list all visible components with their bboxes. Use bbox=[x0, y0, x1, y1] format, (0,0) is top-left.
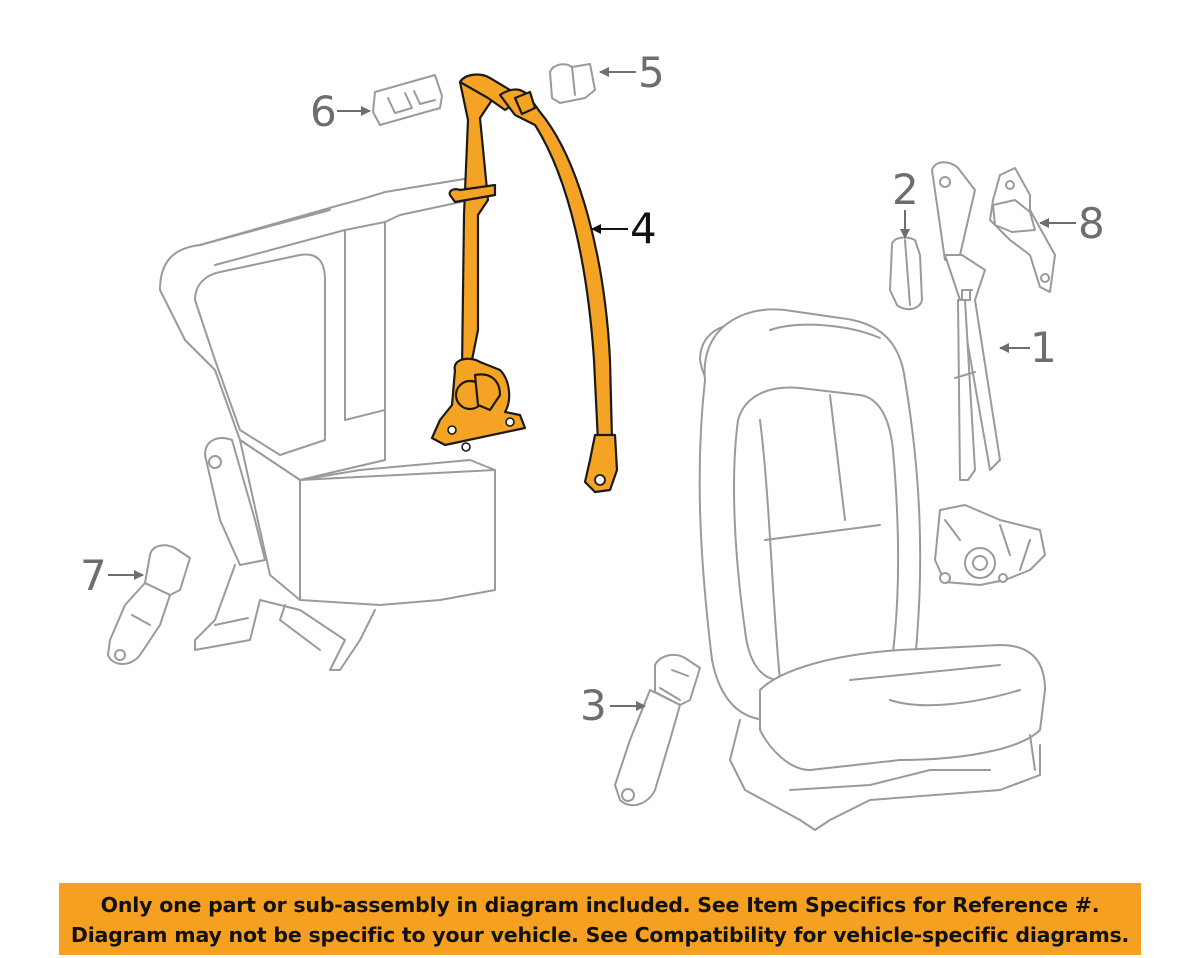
disclaimer-line-1: Only one part or sub-assembly in diagram… bbox=[100, 893, 1100, 917]
anchor-hole bbox=[594, 474, 606, 486]
anchor-bracket bbox=[989, 167, 1056, 293]
guide-cover-upper bbox=[549, 63, 596, 104]
callout-3-label: 3 bbox=[580, 681, 607, 730]
front-bucket-seat bbox=[698, 308, 1046, 831]
callout-4-label: 4 bbox=[630, 204, 657, 253]
mount-hole bbox=[505, 417, 515, 427]
parts-diagram: 1 2 3 4 5 6 7 8 bbox=[80, 48, 1105, 831]
mount-hole bbox=[447, 425, 457, 435]
callout-6-label: 6 bbox=[310, 87, 337, 136]
disclaimer-line-2: Diagram may not be specific to your vehi… bbox=[70, 923, 1130, 947]
disclaimer-banner: Only one part or sub-assembly in diagram… bbox=[59, 883, 1141, 955]
trim-cover bbox=[372, 74, 443, 126]
front-seat-belt-assembly bbox=[931, 161, 1046, 586]
callout-2-label: 2 bbox=[892, 165, 919, 214]
callout-8-label: 8 bbox=[1078, 199, 1105, 248]
rear-buckle bbox=[107, 544, 191, 665]
guide-cover bbox=[889, 236, 923, 311]
mount-hole bbox=[461, 442, 471, 452]
callout-1-label: 1 bbox=[1030, 323, 1057, 372]
front-buckle bbox=[614, 653, 701, 807]
rear-seat-belt-assembly[interactable] bbox=[430, 73, 619, 494]
rear-bench-seat bbox=[159, 177, 496, 671]
callout-5-label: 5 bbox=[638, 48, 665, 97]
callout-7-label: 7 bbox=[80, 551, 107, 600]
